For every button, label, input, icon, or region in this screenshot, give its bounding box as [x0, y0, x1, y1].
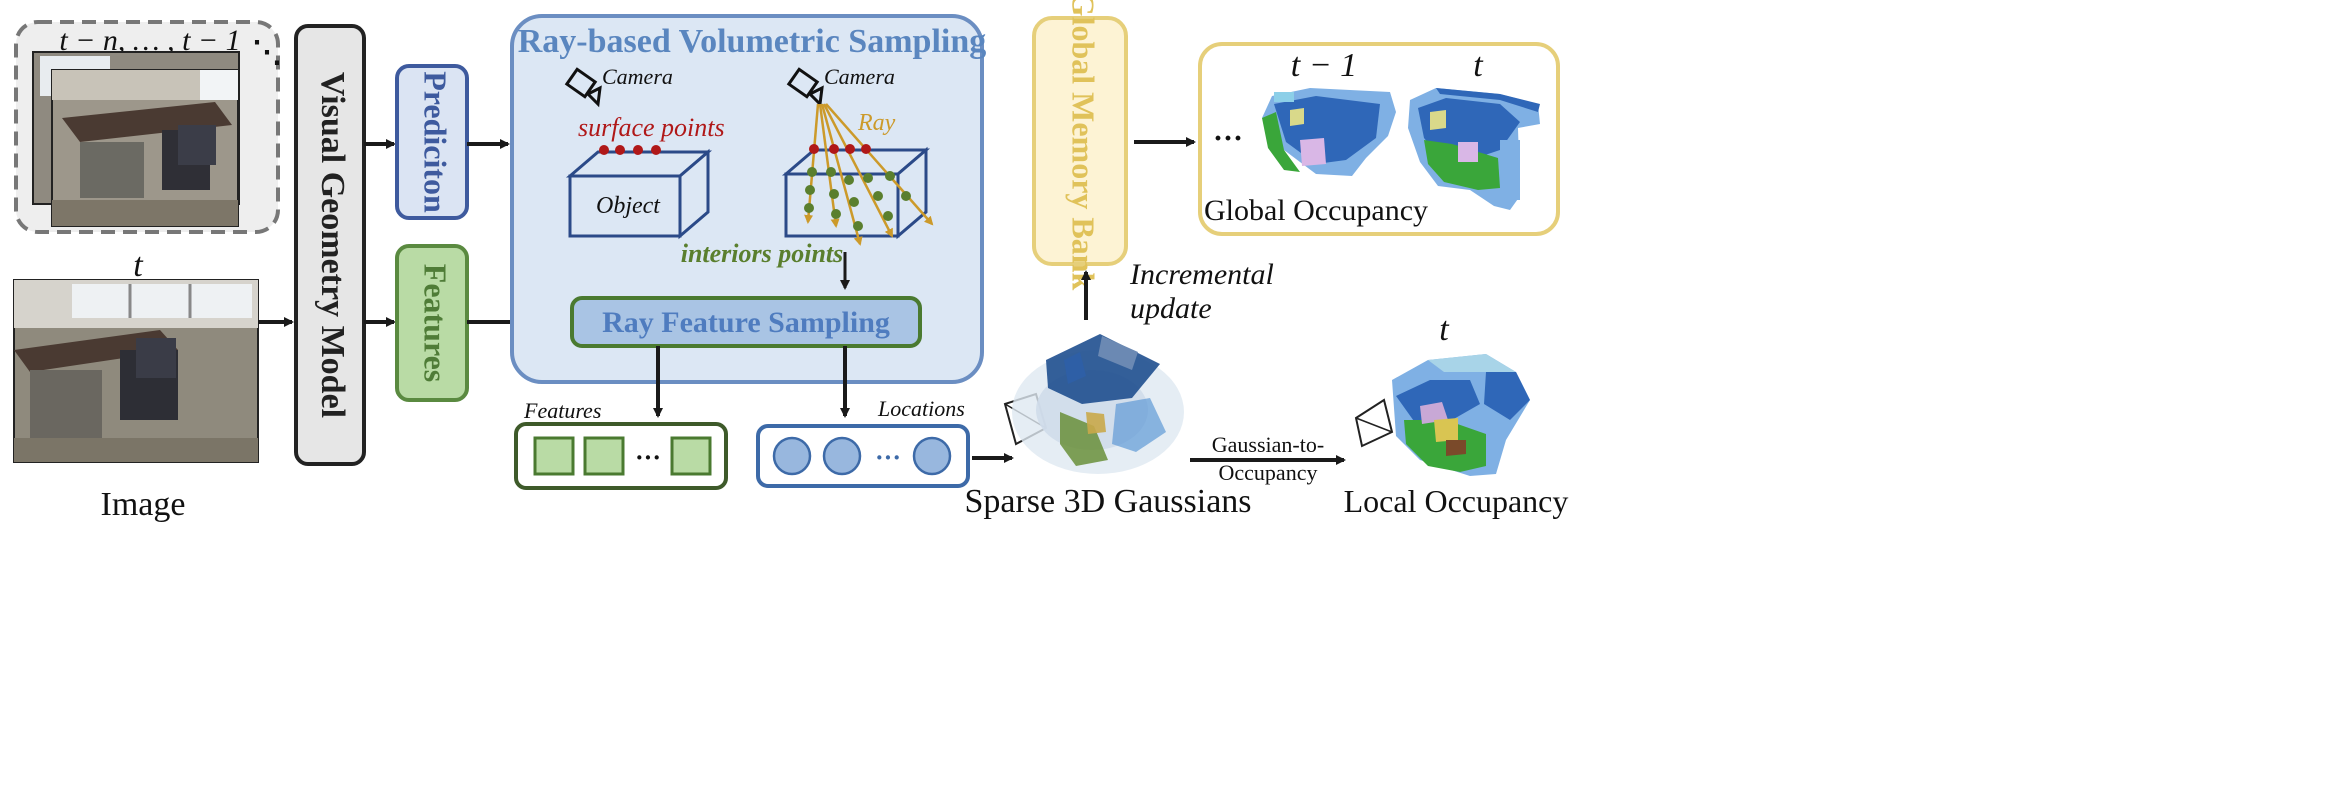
ray-line [822, 103, 894, 238]
current-frame-label: t [133, 247, 144, 284]
global-t-minus-label: t − 1 [1291, 47, 1357, 84]
incremental-line2: update [1130, 292, 1212, 325]
global-ellipsis: ··· [1213, 122, 1243, 155]
camera-frustum-icon [1354, 398, 1394, 448]
ray-label: Ray [857, 110, 896, 136]
camera-label-left: Camera [602, 64, 673, 89]
history-frames-group: t − n, … , t − 1 ⋱ [14, 20, 282, 234]
ray-line [825, 103, 934, 226]
locations-output-label: Locations [877, 396, 965, 421]
surface-point [633, 145, 643, 155]
ray-line [804, 103, 820, 224]
ray-box-3d [781, 146, 931, 240]
interior-points [804, 167, 911, 231]
ray-surface-points [809, 144, 871, 154]
local-t-label: t [1439, 311, 1450, 348]
ray-feature-sampling-box [570, 296, 922, 348]
surface-points [599, 145, 661, 155]
sparse-gaussians-render [1003, 334, 1184, 474]
camera-label-right: Camera [824, 64, 895, 89]
ray-line [820, 103, 863, 246]
location-token [822, 436, 862, 476]
global-occupancy-map-curr [1408, 88, 1540, 210]
current-frame-image [13, 279, 259, 463]
surface-point [651, 145, 661, 155]
surface-point [615, 145, 625, 155]
memory-bank-label: Global Memory Bank [1066, 0, 1102, 291]
local-occupancy-map [1354, 354, 1530, 476]
object-label: Object [596, 193, 661, 219]
locations-ellipsis: ··· [875, 443, 901, 472]
vgm-label: Visual Geometry Model [314, 72, 351, 418]
interior-points-label: interiors points [681, 239, 844, 268]
object-box-3d [565, 148, 713, 240]
ray-feature-sampling-label: Ray Feature Sampling [602, 306, 890, 339]
global-t-label: t [1473, 47, 1484, 84]
ray-line [818, 103, 840, 228]
features-output-label: Features [523, 398, 601, 423]
global-occupancy-map-prev [1262, 88, 1396, 176]
prediction-label: Prediciton [418, 71, 454, 213]
g2o-label-line1: Gaussian-to- [1212, 432, 1324, 457]
g2o-label-line2: Occupancy [1219, 460, 1318, 485]
surface-points-label: surface points [578, 113, 725, 142]
vgm-box [294, 24, 366, 466]
features-ellipsis: ··· [635, 443, 661, 472]
feature-token [533, 436, 575, 476]
incremental-line1: Incremental [1129, 258, 1274, 291]
location-token [772, 436, 812, 476]
history-frame-front [51, 69, 239, 227]
surface-point [599, 145, 609, 155]
memory-bank-box [1032, 16, 1128, 266]
local-occupancy-caption: Local Occupancy [1344, 483, 1569, 519]
ray-panel [510, 14, 984, 384]
locations-output-box [756, 424, 970, 488]
camera-icon-right [786, 67, 824, 108]
rays [804, 103, 934, 246]
sparse-gaussians-caption: Sparse 3D Gaussians [964, 483, 1251, 520]
features-box-label: Features [418, 264, 454, 382]
location-token [912, 436, 952, 476]
camera-icon-left [564, 67, 602, 108]
image-caption: Image [101, 486, 186, 523]
ray-panel-title: Ray-based Volumetric Sampling [518, 23, 987, 60]
feature-token [583, 436, 625, 476]
feature-token [670, 436, 712, 476]
global-occupancy-caption: Global Occupancy [1204, 194, 1428, 227]
history-ellipsis: ⋱ [252, 36, 282, 69]
current-frame-group: t Image [13, 247, 259, 523]
